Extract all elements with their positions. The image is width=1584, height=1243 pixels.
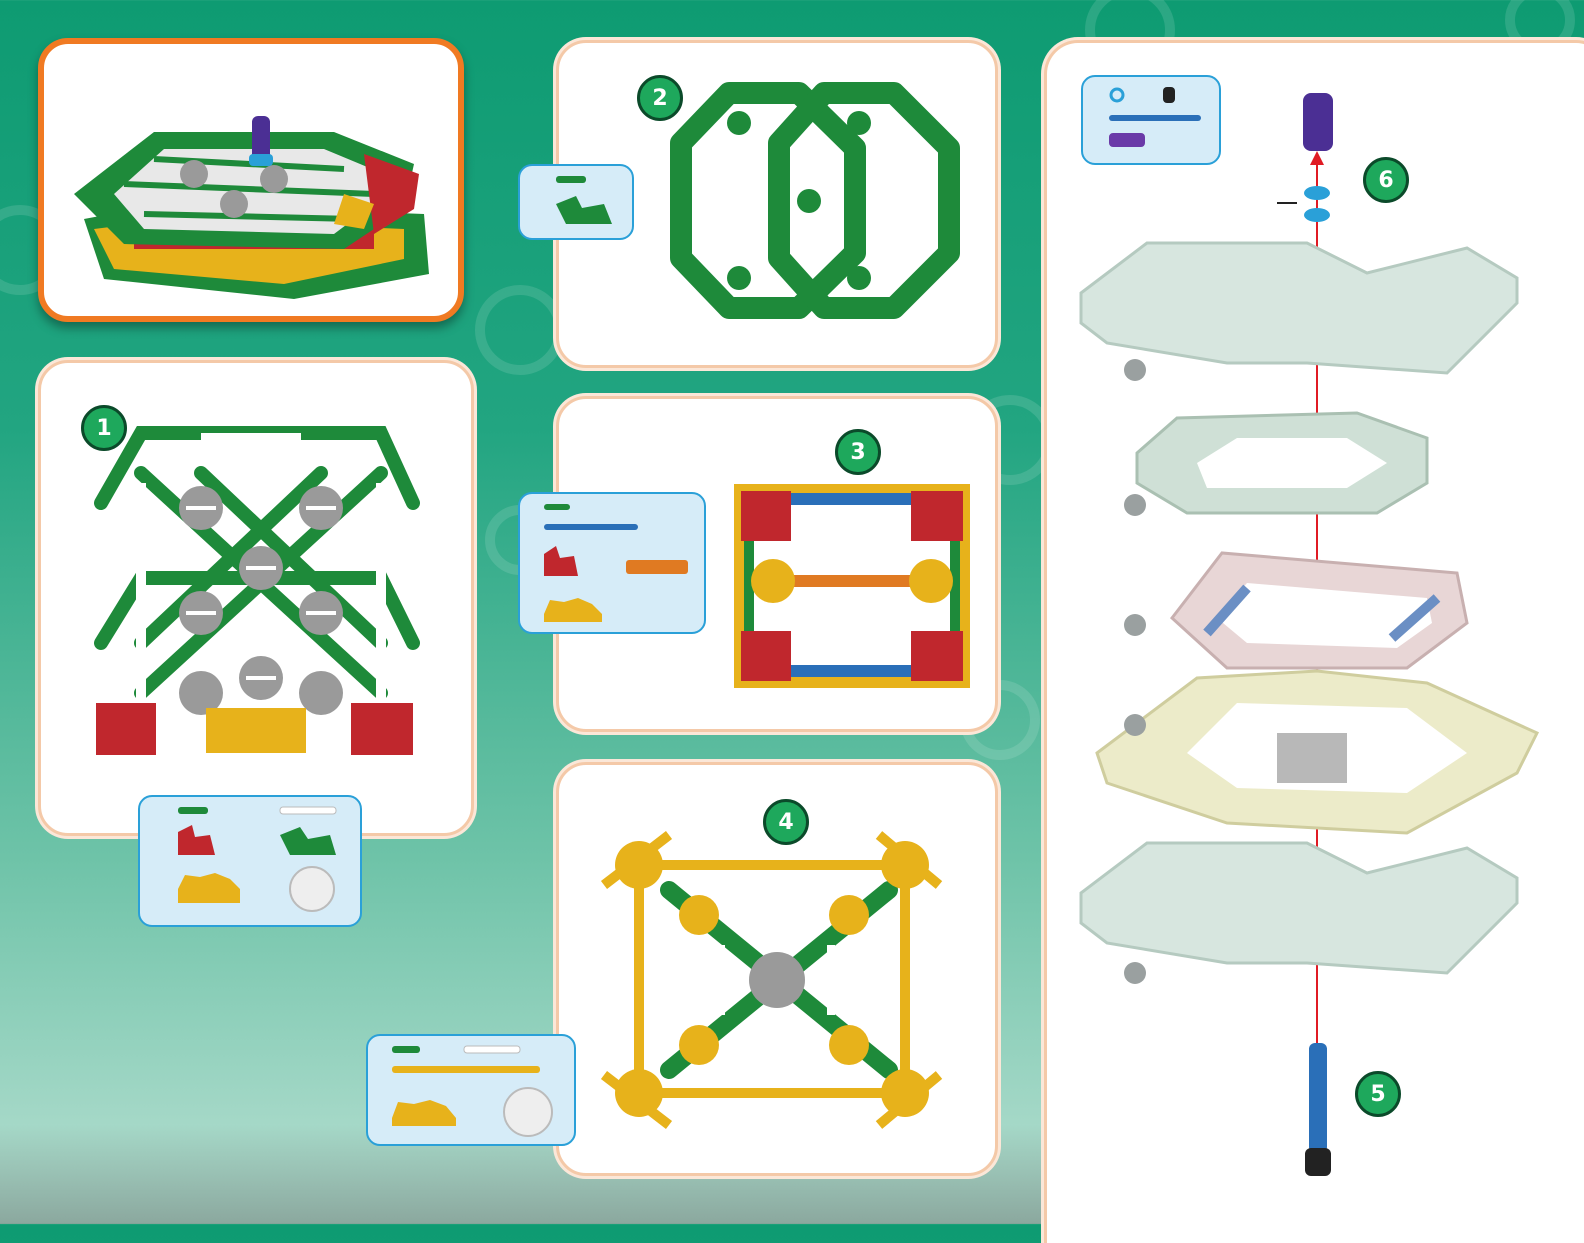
black-clip <box>1305 1148 1331 1176</box>
red-connector-icon <box>544 546 578 576</box>
step-1-panel: 1 <box>38 360 474 836</box>
layer-marker-dot <box>1124 962 1146 984</box>
white-connector-icon <box>290 867 334 911</box>
layer-marker-dot <box>1124 359 1146 381</box>
layer-marker-dot <box>1124 714 1146 736</box>
axis-arrow-up <box>1310 151 1324 165</box>
step-4-parts <box>368 1036 574 1144</box>
green-connector-icon <box>556 196 612 224</box>
exploded-assembly-diagram <box>1047 43 1584 1243</box>
green-connector-icon <box>280 827 336 855</box>
green-connector-icon <box>178 807 208 814</box>
blue-spacer <box>1304 186 1330 200</box>
yellow-connector-icon <box>178 873 240 903</box>
step-4-panel: 4 <box>556 762 998 1176</box>
layer-marker-dot <box>1124 614 1146 636</box>
green-connector-icon <box>544 504 570 510</box>
finished-model-image <box>44 44 458 316</box>
white-rod-icon <box>280 807 336 814</box>
step-2-parts <box>520 166 632 238</box>
yellow-connector-icon <box>392 1100 456 1126</box>
step-4-parts-box <box>366 1034 576 1146</box>
blue-rod <box>1309 1043 1327 1153</box>
step-4-diagram <box>559 765 995 1173</box>
step-3-parts-box <box>518 492 706 634</box>
layer-5 <box>1081 843 1517 973</box>
white-rod-icon <box>464 1046 520 1053</box>
green-connector-icon <box>556 176 586 183</box>
layer-1 <box>1081 243 1517 373</box>
yellow-connector-icon <box>544 598 602 622</box>
step-2-parts-box <box>518 164 634 240</box>
step-1-diagram <box>41 363 471 833</box>
orange-rod-icon <box>626 560 688 574</box>
white-connector-icon <box>504 1088 552 1136</box>
blue-spacer <box>1304 208 1330 222</box>
red-connector-icon <box>178 825 215 855</box>
yellow-rod-icon <box>392 1066 540 1073</box>
layer-marker-dot <box>1124 494 1146 516</box>
step-1-parts <box>140 797 360 925</box>
step-3-parts <box>520 494 704 632</box>
assembly-panel: 6 5 <box>1044 40 1584 1243</box>
blue-rod-icon <box>544 524 638 530</box>
finished-model-panel <box>38 38 464 322</box>
step-1-parts-box <box>138 795 362 927</box>
green-connector-icon <box>392 1046 420 1053</box>
purple-connector <box>1303 93 1333 151</box>
